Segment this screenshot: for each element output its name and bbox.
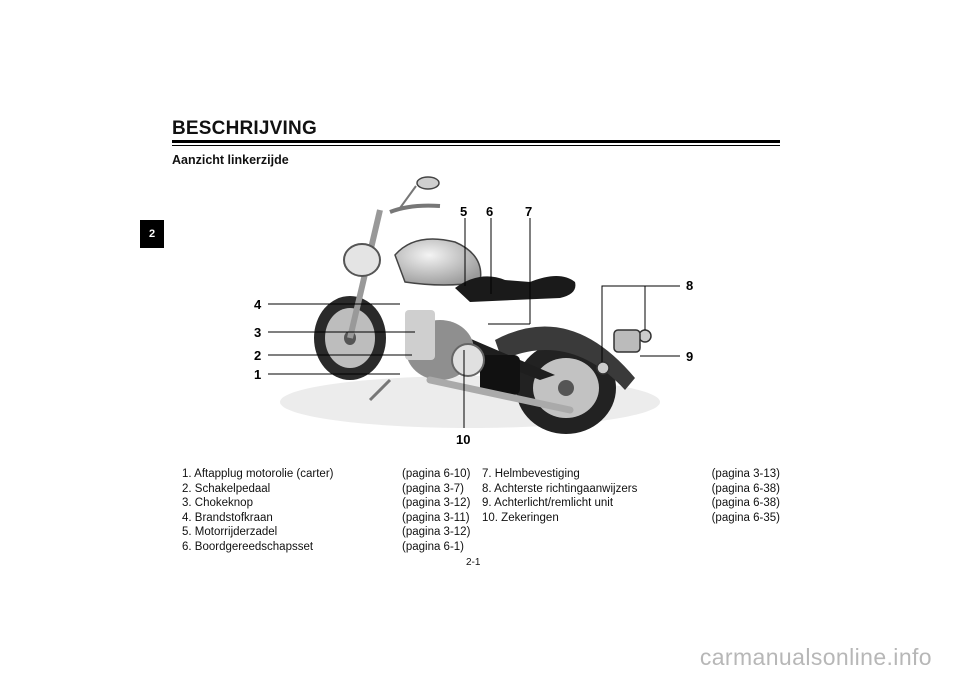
callout-4: 4 [254,297,262,312]
callout-9: 9 [686,349,693,364]
fuel-tank [394,238,482,286]
legend-label: 9. Achterlicht/remlicht unit [482,497,614,510]
page-number: 2-1 [466,557,481,568]
legend-page-ref: (pagina 3-7) [402,482,465,495]
legend-page-ref: (pagina 6-10) [402,468,471,480]
rear-fender [495,326,635,390]
turn-signal-left [596,361,610,375]
legend-label: 10. Zekeringen [482,511,559,524]
watermark[interactable]: carmanualsonline.info [699,644,932,670]
legend-right: 7. Helmbevestiging (pagina 3-13) 8. Achte… [482,467,780,525]
legend-label: 4. Brandstofkraan [182,511,273,524]
legend-item: 10. Zekeringen (pagina 6-35) [482,511,780,526]
callout-7: 7 [525,204,532,219]
legend-label: 7. Helmbevestiging [482,468,580,480]
section-subtitle: Aanzicht linkerzijde [172,153,289,167]
motorcycle-illustration: 1 2 3 4 5 6 7 8 9 10 [254,176,693,447]
legend-item: 3. Chokeknop (pagina 3-12) [182,496,482,511]
legend-label: 6. Boordgereedschapsset [182,540,314,553]
legend-page-ref: (pagina 3-12) [402,497,471,510]
page-title: BESCHRIJVING [172,118,317,139]
legend-page-ref: (pagina 6-1) [402,540,465,553]
legend-item: 1. Aftapplug motorolie (carter) (pagina 6… [182,467,482,482]
legend-page-ref: (pagina 6-38) [711,482,780,495]
legend-label: 2. Schakelpedaal [182,482,271,495]
handlebar [389,203,441,214]
tail-light [613,329,641,353]
callout-8: 8 [686,278,693,293]
legend-item: 4. Brandstofkraan (pagina 3-11) [182,511,482,526]
callout-6: 6 [486,204,493,219]
legend-label: 5. Motorrijderzadel [182,526,278,539]
legend-item: 7. Helmbevestiging (pagina 3-13) [482,467,780,482]
legend-page-ref: (pagina 3-11) [402,511,470,524]
legend-label: 1. Aftapplug motorolie (carter) [182,468,334,480]
legend-left: 1. Aftapplug motorolie (carter) (pagina 6… [182,467,482,555]
mirror [416,176,440,190]
seat [455,276,576,302]
callout-2: 2 [254,348,261,363]
legend-item: 5. Motorrijderzadel (pagina 3-12) [182,525,482,540]
side-cover [480,355,520,395]
headlight [343,243,381,277]
callout-10: 10 [456,432,470,447]
side-stand [368,378,392,402]
legend-item: 6. Boordgereedschapsset (pagina 6-1) [182,540,482,555]
legend-page-ref: (pagina 6-35) [711,511,780,524]
title-rule [172,140,780,143]
legend-label: 8. Achterste richtingaanwijzers [482,482,638,495]
callout-1: 1 [254,367,261,382]
leader-lines [268,218,680,428]
title-rule-thin [172,145,780,146]
legend-item: 8. Achterste richtingaanwijzers (pagina 6… [482,482,780,497]
chapter-tab: 2 [140,220,164,248]
legend-page-ref: (pagina 3-13) [711,468,780,480]
callout-3: 3 [254,325,261,340]
mirror-stem [399,185,417,209]
legend-item: 2. Schakelpedaal (pagina 3-7) [182,482,482,497]
legend-item: 9. Achterlicht/remlicht unit (pagina 6-38… [482,496,780,511]
legend-page-ref: (pagina 6-38) [711,497,780,510]
legend-page-ref: (pagina 3-12) [402,526,471,539]
turn-signal-right [638,329,652,343]
exhaust [426,376,574,414]
engine [405,310,485,380]
callout-5: 5 [460,204,467,219]
legend-label: 3. Chokeknop [182,497,253,510]
